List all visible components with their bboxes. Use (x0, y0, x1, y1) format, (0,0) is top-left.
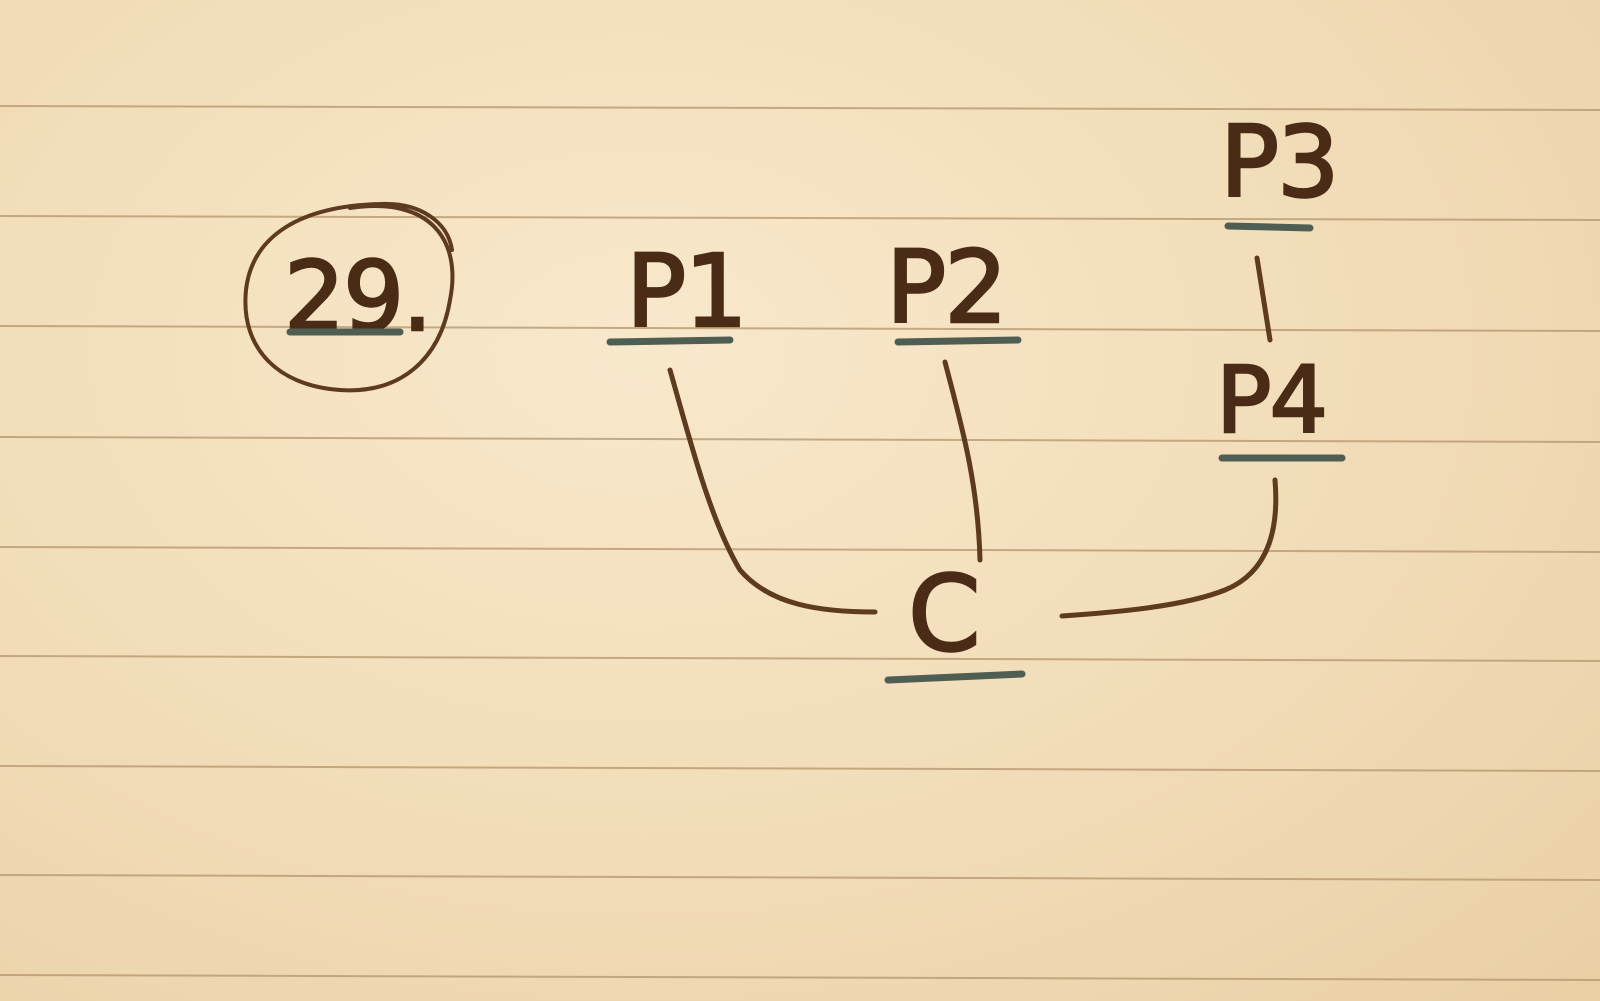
node-p2: P2 (885, 228, 1022, 347)
rule-line (0, 325, 1600, 332)
rule-line (0, 215, 1600, 221)
edge-p1-c (667, 367, 878, 615)
node-c: C (884, 552, 1026, 684)
rule-line (0, 655, 1600, 662)
rule-line (0, 974, 1600, 981)
problem-number-label: 29. (284, 241, 431, 353)
rule-line (0, 546, 1600, 553)
rule-line (0, 436, 1600, 443)
rule-line (0, 874, 1600, 881)
node-p3-underline (1224, 222, 1314, 232)
node-p4-label: P4 (1216, 347, 1326, 454)
node-p2-label: P2 (886, 229, 1006, 346)
node-p4: P4 (1215, 346, 1346, 462)
edge-p2-c (942, 359, 983, 563)
rule-line (0, 765, 1600, 772)
edge-p4-c (1059, 477, 1279, 619)
node-p1: P1 (606, 232, 749, 351)
problem-number: 29. (243, 201, 455, 393)
circle-mark (243, 201, 455, 393)
rule-line (0, 105, 1600, 111)
node-p3: P3 (1219, 105, 1341, 232)
node-p1-label: P1 (626, 233, 746, 350)
node-c-underline (884, 670, 1026, 684)
edge-p3-p4 (1254, 255, 1273, 343)
node-p1-underline (606, 336, 734, 346)
node-p3-label: P3 (1220, 106, 1337, 220)
edges (667, 255, 1279, 619)
node-c-label: C (908, 553, 979, 675)
ruled-lines (0, 105, 1600, 981)
node-p2-underline (894, 336, 1022, 346)
